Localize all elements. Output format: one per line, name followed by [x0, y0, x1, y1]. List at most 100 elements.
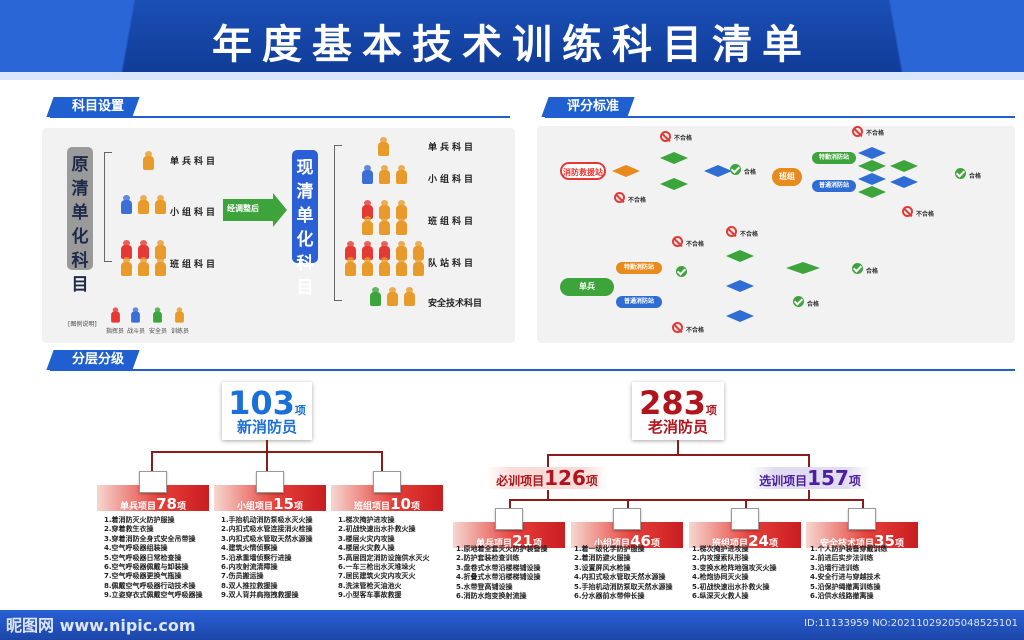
orig-row-1: 小组科目 — [170, 208, 219, 218]
figure-icon — [143, 151, 154, 170]
new-row-3: 队站科目 — [428, 259, 477, 269]
section-scoring-tag: 评分标准 — [541, 97, 635, 117]
tree-connector — [547, 454, 549, 468]
group-name: 小组项目 — [594, 539, 631, 549]
flow-diamond — [726, 310, 754, 322]
special-pill: 特勤消防站 — [812, 152, 856, 164]
flow-diamond — [704, 165, 732, 177]
pass-label: 合格 — [969, 173, 982, 180]
squad-pill: 班组 — [772, 168, 802, 186]
list-item: 6.一车三枪出水灭堆垛火 — [338, 563, 416, 572]
figure-icon — [396, 216, 407, 235]
required-ribbon: 必训项目126项 — [487, 467, 607, 489]
list-item: 4.枪炮协同灭火操 — [692, 573, 749, 582]
group-name: 安全技术项目 — [820, 539, 875, 549]
group-unit: 项 — [410, 502, 420, 512]
list-item: 3.内扣式吸水管取天然水源操 — [221, 534, 313, 543]
tree-connector — [745, 499, 747, 511]
list-item: 2.内扣式吸水管连接消火栓操 — [221, 525, 313, 534]
section-subjects-tag: 科目设置 — [46, 97, 140, 117]
group-name: 班组项目 — [712, 539, 749, 549]
tree-connector — [547, 454, 810, 456]
old-staff-count: 283 — [639, 384, 706, 422]
fail-icon — [660, 131, 671, 142]
new-row-1: 小组科目 — [428, 175, 477, 185]
document-icon — [373, 471, 401, 493]
list-item: 4.空气呼吸器组装操 — [104, 544, 168, 553]
tree-connector — [266, 451, 268, 473]
list-item: 2.穿着救生衣操 — [104, 525, 154, 534]
flow-diamond — [786, 262, 820, 274]
pass-label: 合格 — [744, 169, 757, 176]
watermark-right: ID:11133959 NO:20211029205048525101 — [804, 618, 1018, 629]
section-layers-line — [50, 369, 1015, 371]
flow-diamond — [858, 160, 886, 172]
new-staff-card: 103项 新消防员 — [222, 382, 312, 440]
tree-connector — [509, 499, 862, 501]
optional-label: 选训项目 — [759, 474, 808, 488]
pass-label: 合格 — [866, 268, 879, 275]
list-item: 2.内攻搜索队形操 — [692, 554, 749, 563]
tree-connector — [266, 440, 268, 452]
tree-connector — [151, 451, 153, 473]
fail-icon — [902, 206, 913, 217]
list-item: 4.安全行进与穿越技术 — [810, 573, 881, 582]
old-staff-unit: 项 — [705, 404, 717, 417]
title-decor-right — [814, 0, 1024, 72]
special-pill-2: 特勤消防站 — [616, 262, 662, 274]
title-stripe — [0, 72, 1024, 80]
figure-icon — [413, 257, 424, 276]
tree-connector — [808, 454, 810, 468]
list-item: 7.空气呼吸器更换气瓶操 — [104, 572, 182, 581]
group-count: 21 — [512, 532, 533, 550]
orig-row-0: 单兵科目 — [170, 157, 219, 167]
section-scoring-line — [545, 116, 1015, 118]
group-count: 46 — [630, 532, 651, 550]
pass-label: 合格 — [807, 301, 820, 308]
list-item: 3.盘卷式水带沿楼梯铺设操 — [456, 563, 541, 572]
flow-diamond — [858, 186, 886, 198]
list-item: 3.沿墙行进训练 — [810, 563, 860, 572]
page-title: 年度基本技术训练科目清单 — [212, 22, 812, 68]
tree-connector — [862, 499, 864, 511]
commander-icon — [111, 307, 120, 323]
new-staff-unit: 项 — [294, 404, 306, 417]
required-count: 126 — [544, 466, 586, 490]
figure-icon — [362, 200, 373, 219]
figure-icon — [387, 287, 398, 306]
flow-diamond — [890, 176, 918, 188]
document-icon — [613, 508, 641, 530]
fail-icon — [852, 126, 863, 137]
figure-icon — [138, 195, 149, 214]
group-box: 小组项目46项 — [571, 508, 683, 550]
list-item: 6.沿供水线路撤离操 — [810, 592, 874, 601]
list-item: 5.水带登高铺设操 — [456, 582, 513, 591]
pass-icon — [676, 266, 687, 277]
document-icon — [256, 471, 284, 493]
figure-icon — [121, 240, 132, 259]
figure-icon — [379, 257, 390, 276]
group-name: 单兵项目 — [120, 502, 157, 512]
figure-icon — [121, 257, 132, 276]
title-decor-left — [0, 0, 210, 72]
trainer-icon — [175, 307, 184, 323]
group-unit: 项 — [293, 502, 303, 512]
figure-icon — [362, 216, 373, 235]
tree-connector — [509, 499, 511, 511]
orig-row-2: 班组科目 — [170, 260, 219, 270]
list-item: 1.个人防护装备穿戴训练 — [810, 545, 888, 553]
orig-bracket — [104, 152, 112, 262]
list-item: 1.梯次掩护进攻操 — [338, 516, 395, 524]
normal-pill: 普通消防站 — [812, 180, 856, 192]
tree-connector — [547, 490, 549, 500]
figure-icon — [362, 241, 373, 260]
flow-diamond — [858, 147, 886, 159]
group-unit: 项 — [532, 539, 542, 549]
figure-icon — [138, 240, 149, 259]
new-staff-label: 新消防员 — [236, 418, 297, 436]
fail-icon — [672, 236, 683, 247]
group-name: 小组项目 — [237, 502, 274, 512]
flow-diamond — [726, 250, 754, 262]
